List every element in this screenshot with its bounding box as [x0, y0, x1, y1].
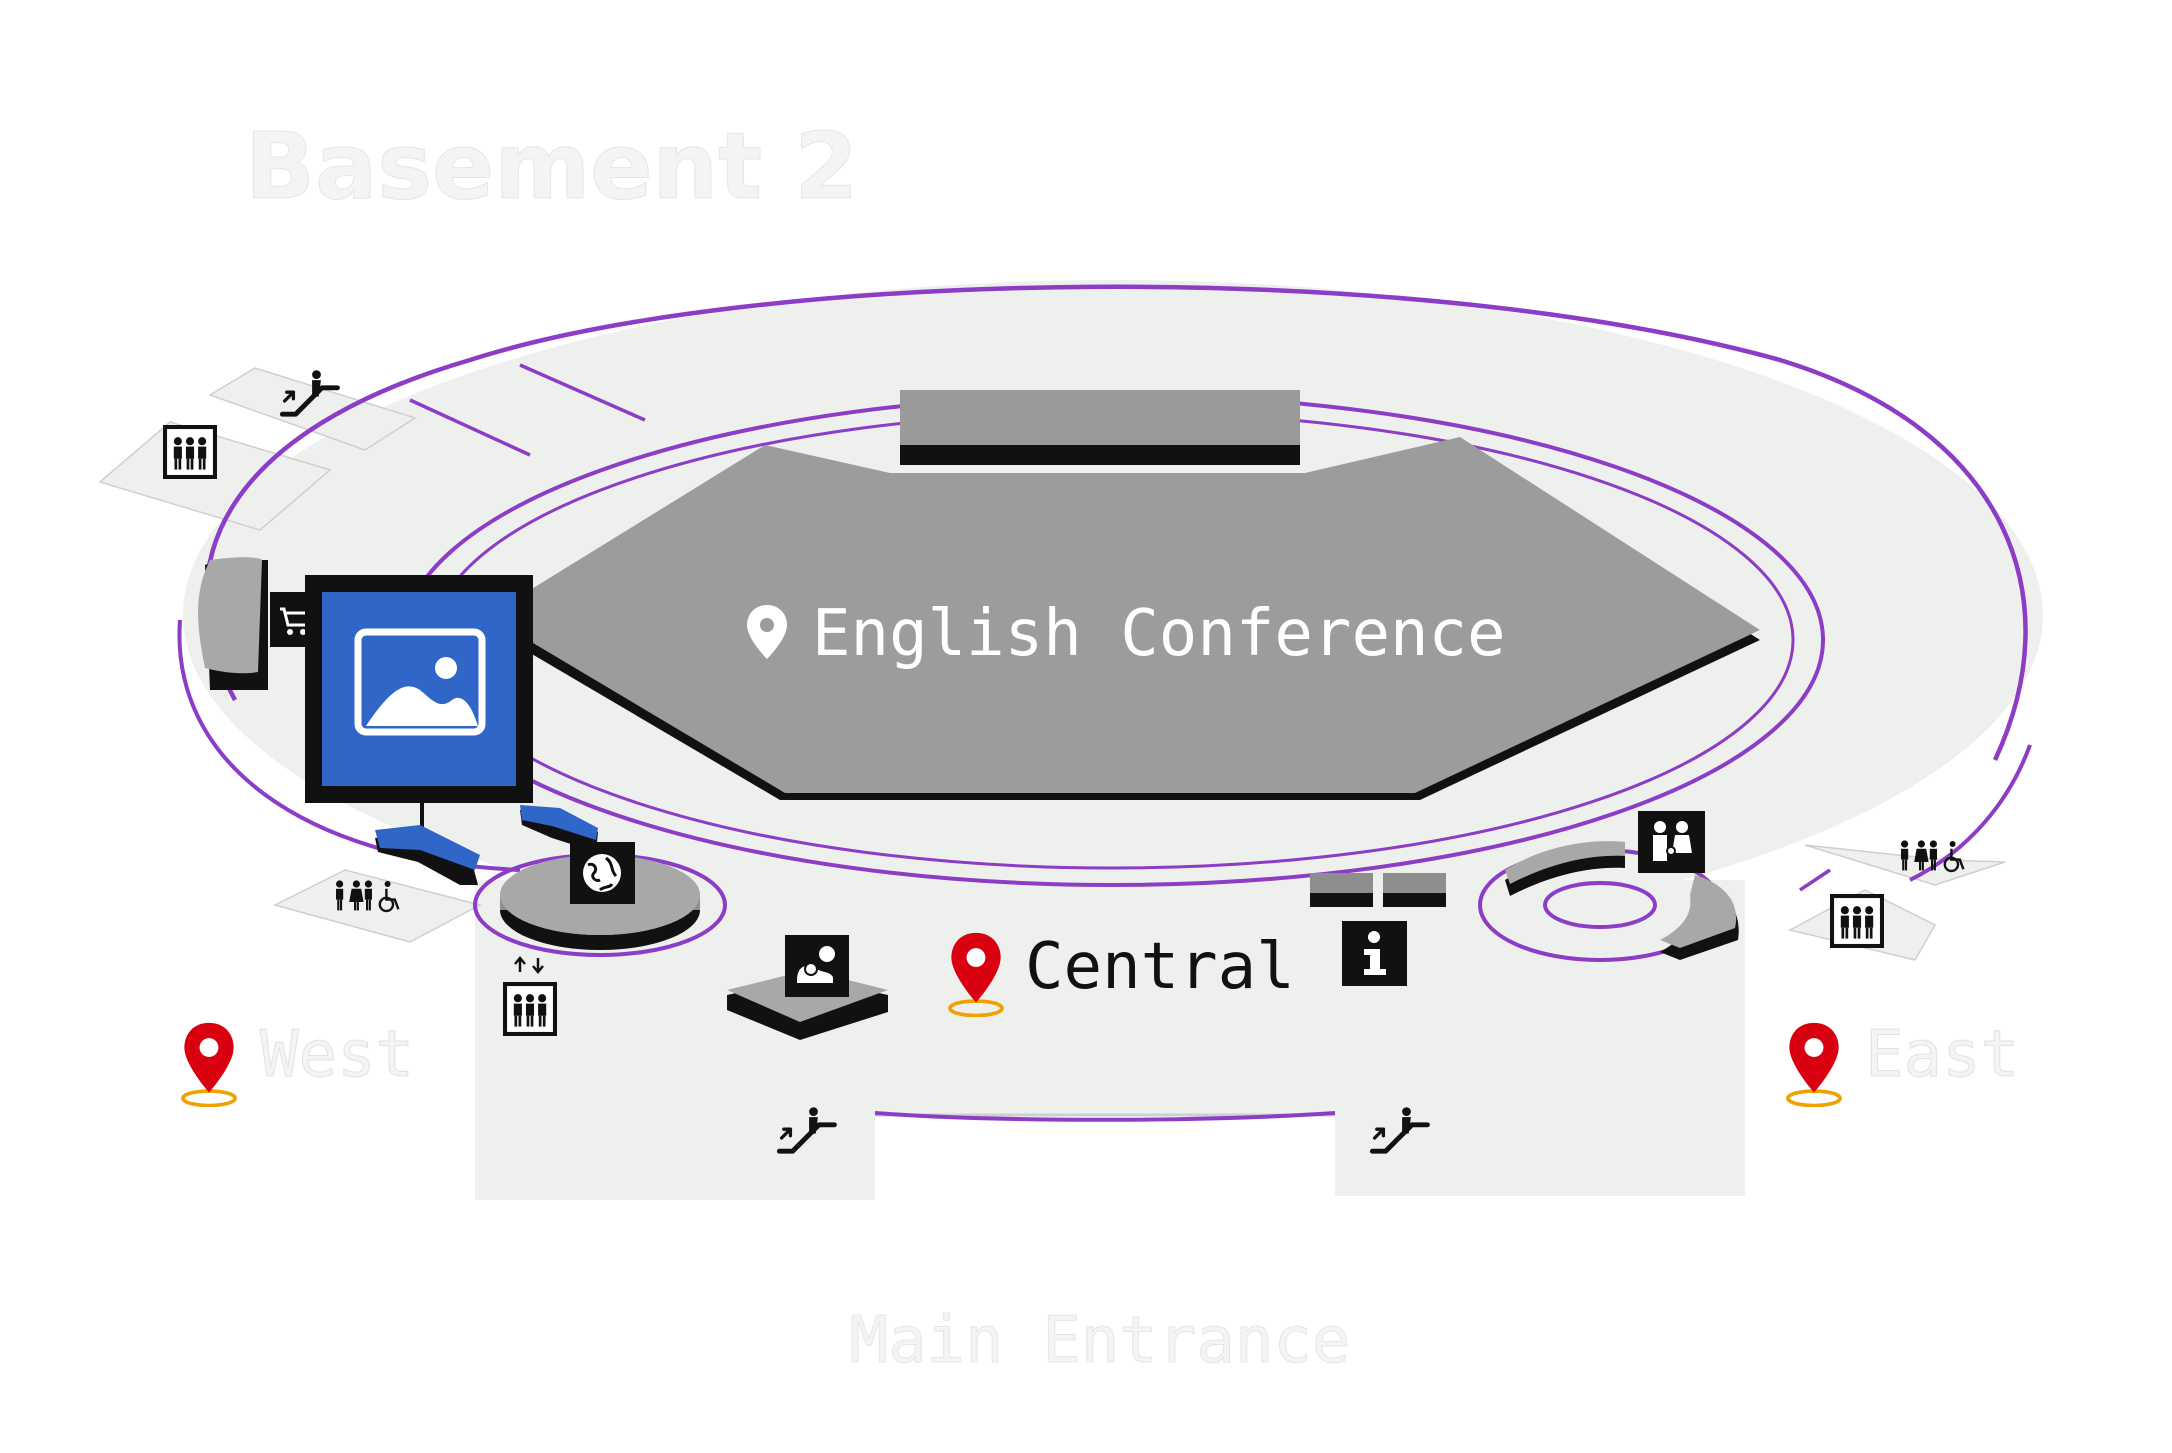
elevator-updown-icon[interactable] — [505, 956, 555, 1034]
zone-west[interactable]: West — [181, 1018, 415, 1107]
elevator-icon[interactable] — [165, 427, 215, 477]
venue-pin-icon — [747, 605, 787, 659]
zone-west-label: West — [260, 1018, 414, 1092]
nursing-room-icon[interactable] — [785, 935, 849, 997]
conference-hall[interactable]: English Conference — [525, 437, 1760, 800]
zone-east-label: East — [1865, 1018, 2019, 1092]
zone-east[interactable]: East — [1786, 1018, 2020, 1107]
zone-central-label: Central — [1025, 930, 1295, 1004]
shop-counter-west — [198, 557, 268, 690]
zone-central[interactable]: Central — [948, 930, 1295, 1017]
poi-image-marker[interactable] — [305, 575, 533, 860]
main-entrance-label[interactable]: Main Entrance — [849, 1304, 1351, 1379]
globe-icon[interactable] — [570, 842, 635, 904]
red-pin-icon — [181, 1021, 237, 1107]
image-icon — [354, 628, 486, 736]
red-pin-icon — [1786, 1021, 1842, 1107]
blue-benches — [375, 805, 598, 885]
north-hall-block — [900, 390, 1300, 465]
venue-name[interactable]: English Conference — [812, 597, 1506, 671]
info-desk — [1310, 873, 1446, 907]
elevator-icon[interactable] — [1832, 896, 1882, 946]
family-icon[interactable] — [1638, 811, 1705, 873]
floor-title: Basement 2 — [245, 113, 858, 220]
east-counters — [1505, 841, 1739, 960]
information-icon[interactable] — [1342, 921, 1407, 986]
